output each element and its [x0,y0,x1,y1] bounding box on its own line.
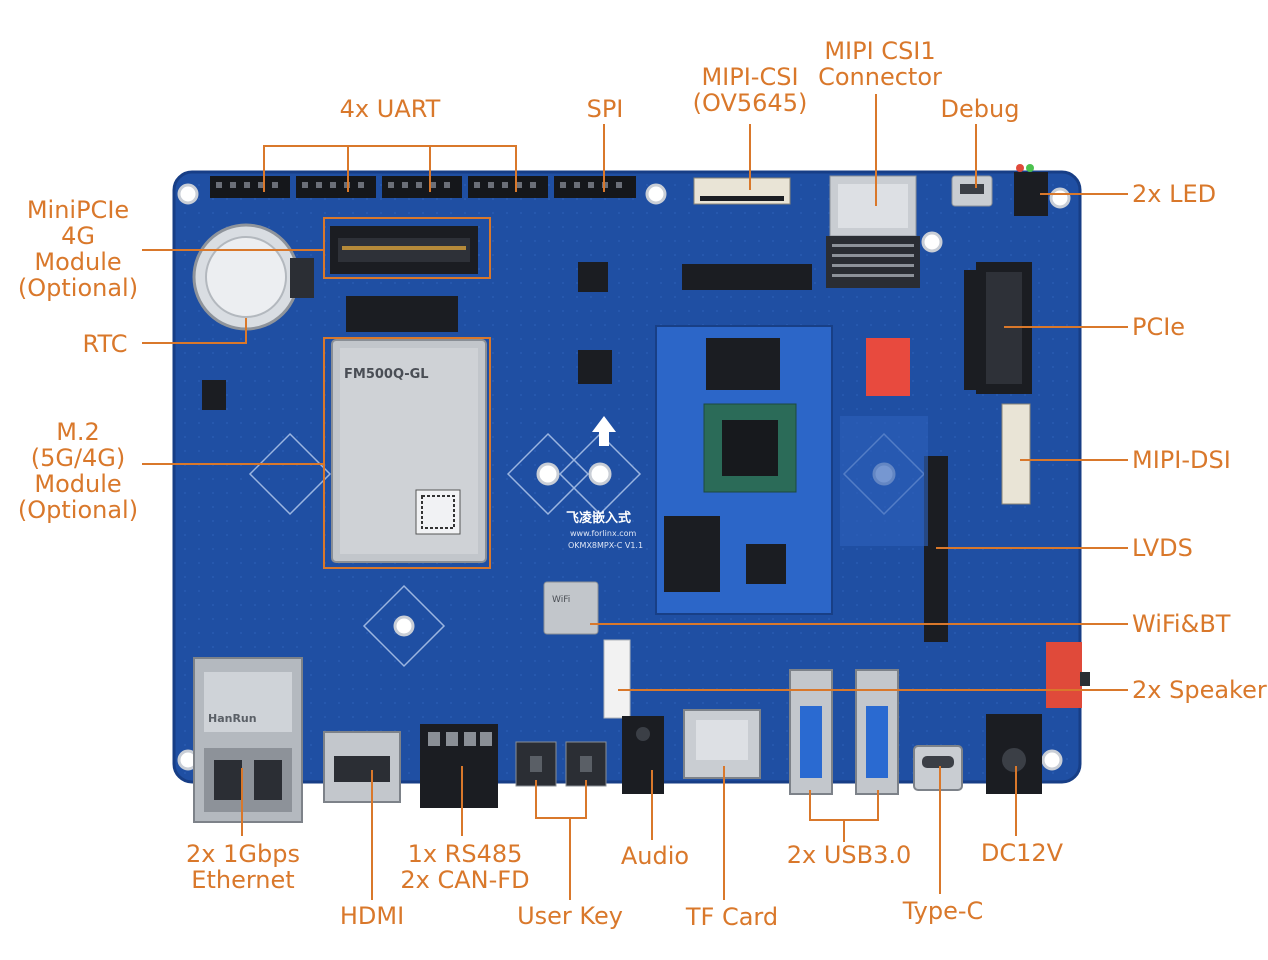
label-dc12v: DC12V [980,839,1064,867]
label-mipi-dsi: MIPI-DSI [1132,446,1231,474]
ethernet-jack: HanRun [193,657,303,823]
label-rtc: RTC [82,330,128,358]
dip-switch [866,338,910,396]
wifi-module: WiFi [543,581,599,635]
label-lvds: LVDS [1132,534,1193,562]
label-mipi-csi1: MIPI CSI1 Connector [818,37,942,91]
board-brand: 飞凌嵌入式 [566,510,631,526]
modem-text: FM500Q-GL [344,367,429,382]
svg-text:HanRun: HanRun [208,712,257,725]
label-pcie: PCIe [1132,313,1186,341]
callout-lines [142,94,1128,900]
label-wifi-bt: WiFi&BT [1132,610,1231,638]
board-url: www.forlinx.com [570,529,637,538]
mipi-dsi-fpc [1001,403,1031,505]
board-model: OKMX8MPX-C V1.1 [568,541,643,550]
mipi-csi1-connector [826,175,920,288]
som-module [655,325,833,615]
label-rs485: 1x RS485 2x CAN-FD [400,840,530,894]
label-minipcie: MiniPCIe 4G Module (Optional) [17,196,139,302]
label-tf-card: TF Card [685,903,779,931]
m2-socket [346,296,458,332]
label-user-key: User Key [517,902,623,930]
svg-text:WiFi: WiFi [552,595,570,605]
hdmi-port [323,731,401,803]
tf-card-slot [683,709,761,779]
label-type-c: Type-C [902,897,984,925]
m2-module: FM500Q-GL [331,339,487,563]
label-hdmi: HDMI [339,902,405,930]
label-usb: 2x USB3.0 [786,841,912,869]
arrow-mark [592,416,616,446]
lvds-area [840,416,928,546]
label-spi: SPI [586,95,624,123]
user-keys [515,741,607,787]
label-m2: M.2 (5G/4G) Module (Optional) [17,418,139,524]
label-audio: Audio [620,842,690,870]
label-ethernet: 2x 1Gbps Ethernet [186,840,300,894]
label-debug: Debug [940,95,1020,123]
speaker-connector [603,639,631,719]
label-uart: 4x UART [339,95,441,123]
minipcie-slot [330,226,478,274]
label-mipi-csi: MIPI-CSI (OV5645) [692,63,808,117]
label-speaker: 2x Speaker [1132,676,1267,704]
label-led: 2x LED [1132,180,1217,208]
top-pin-headers [210,176,636,198]
power-switch [1046,642,1082,708]
